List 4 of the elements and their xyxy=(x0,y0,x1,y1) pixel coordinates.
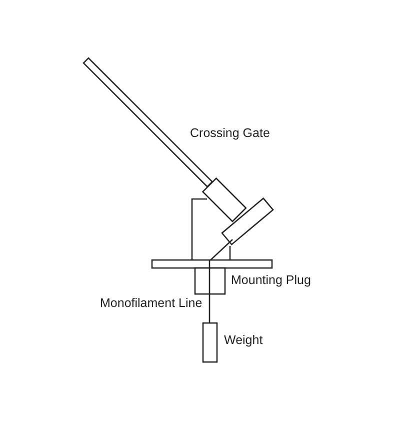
part-label: Monofilament Line xyxy=(100,296,202,311)
part-label: Crossing Gate xyxy=(190,126,270,141)
part-label: Weight xyxy=(224,333,263,348)
part-label: Mounting Plug xyxy=(231,273,311,288)
